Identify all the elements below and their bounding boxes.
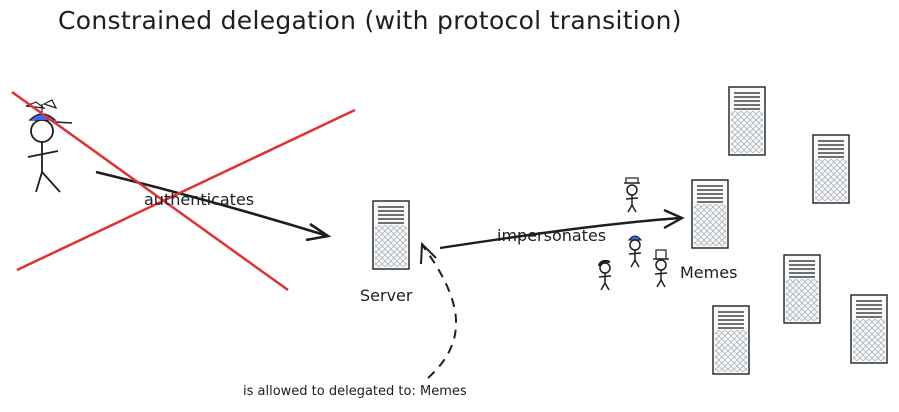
user-figure: [25, 99, 73, 193]
memes-users-group: [597, 177, 669, 291]
impersonates-arrow: [439, 208, 685, 250]
stick-user-icon: [25, 99, 73, 193]
server-icon: [812, 134, 850, 204]
stick-user-icon-with-hat: [653, 249, 669, 288]
stick-user-icon: [597, 259, 612, 291]
server-node: [372, 200, 410, 270]
memes-server-farm: [691, 86, 888, 375]
impersonates-label: impersonates: [497, 226, 607, 245]
authenticates-arrow: [95, 170, 332, 242]
memes-label: Memes: [680, 263, 738, 282]
server-label: Server: [360, 286, 413, 305]
delegation-label: is allowed to delegated to: Memes: [243, 384, 467, 399]
stick-user-icon-with-hat: [627, 235, 643, 268]
server-icon: [712, 305, 750, 375]
server-icon: [783, 254, 821, 324]
server-icon: [728, 86, 766, 156]
delegation-dashed-arrow: [420, 241, 458, 379]
server-icon: [691, 179, 729, 249]
server-icon: [850, 294, 888, 364]
server-icon: [372, 200, 410, 270]
authenticates-label: authenticates: [144, 190, 255, 209]
cross-out-mark: [11, 90, 356, 292]
stick-user-icon-with-hat: [624, 177, 640, 213]
diagram-title: Constrained delegation (with protocol tr…: [58, 6, 682, 35]
